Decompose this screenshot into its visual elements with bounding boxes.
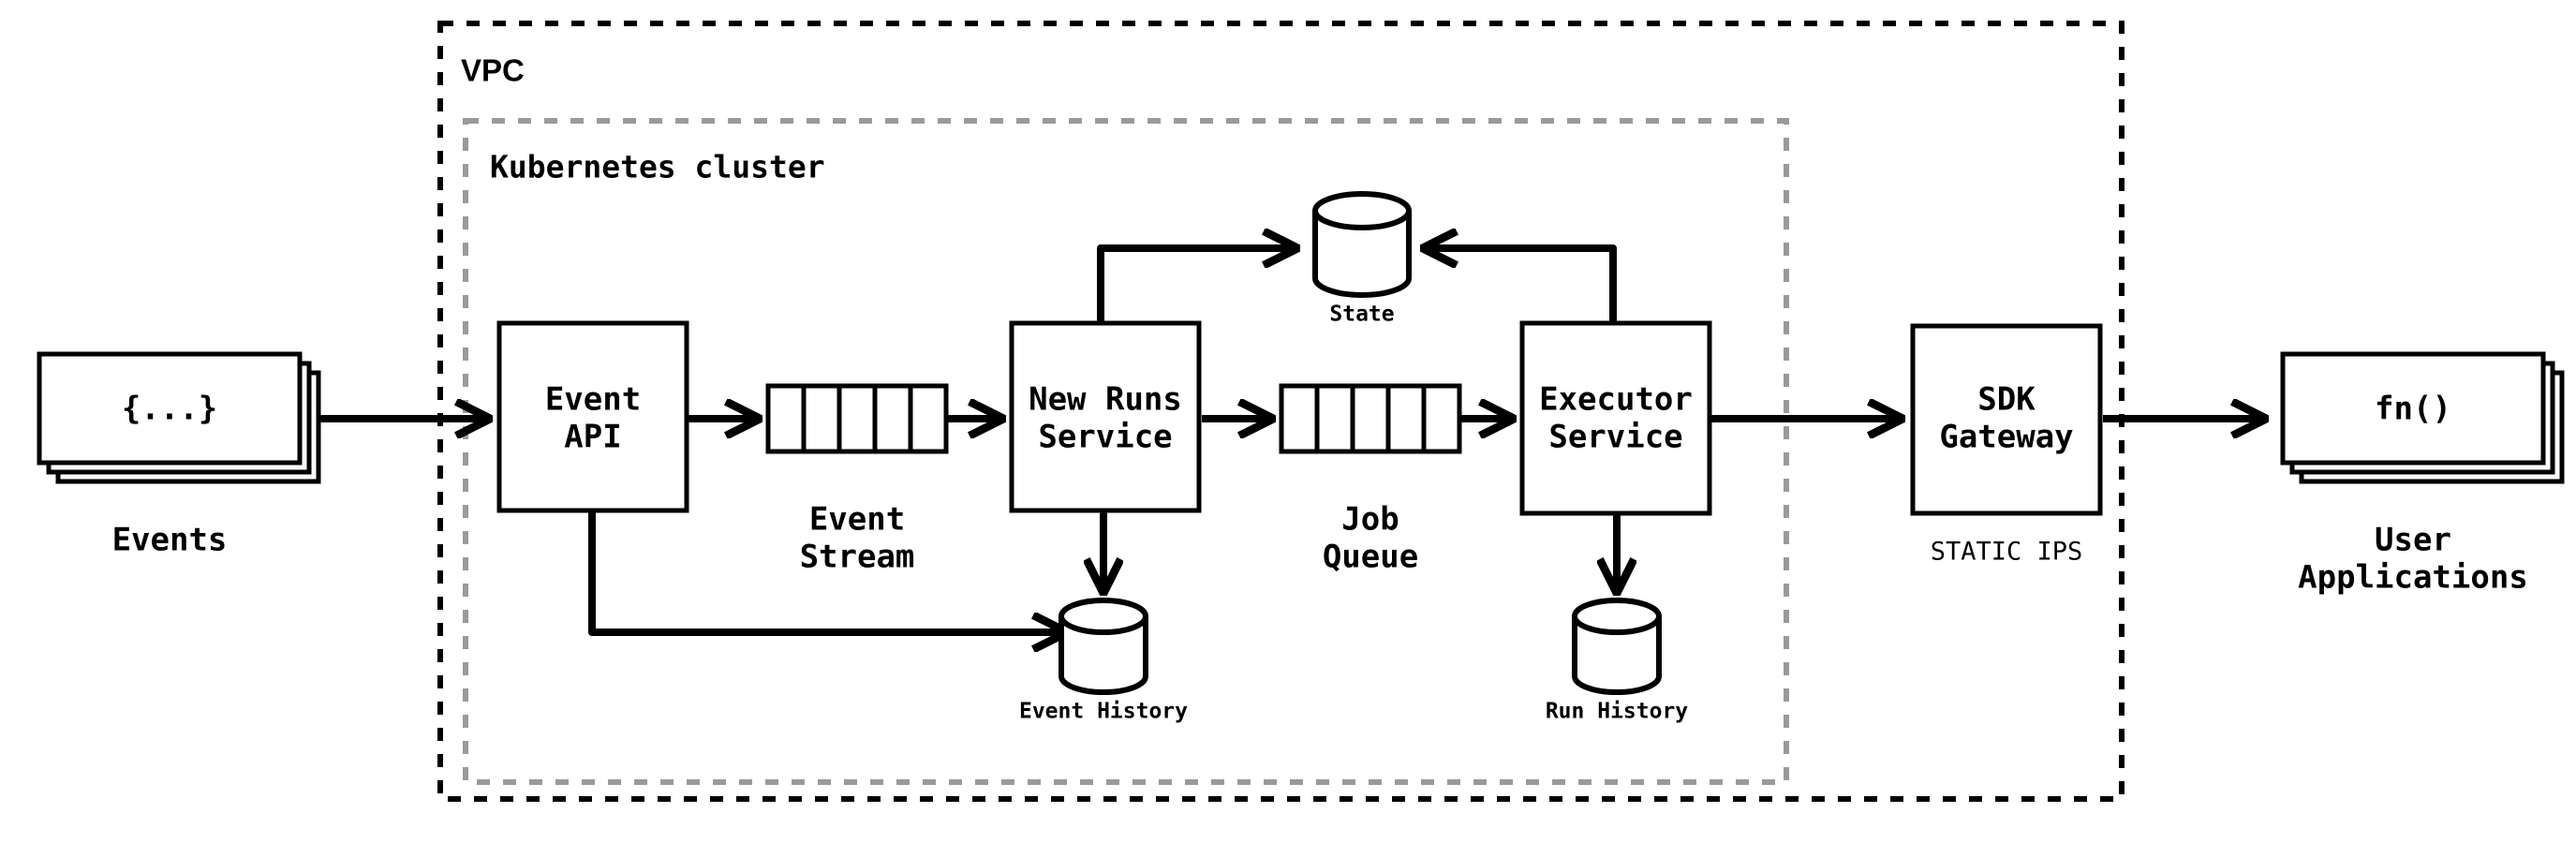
- event-stream-caption-line2: Stream: [800, 539, 915, 576]
- event-stream-queue: [765, 383, 949, 454]
- sdk-gateway-label-line1: SDK: [1977, 381, 2036, 419]
- job-queue-caption-line2: Queue: [1323, 539, 1418, 576]
- run-history-cylinder-body: [1572, 616, 1662, 695]
- sdk-gateway-label-line2: Gateway: [1939, 419, 2073, 456]
- edges-layer: [302, 248, 2267, 632]
- node-executor-service[interactable]: Executor Service: [1519, 320, 1712, 516]
- user-applications-caption-line2: Applications: [2298, 559, 2528, 597]
- event-api-label-line2: API: [564, 419, 621, 456]
- edge-executor-service-to-state: [1422, 248, 1617, 323]
- node-events[interactable]: {...} Events: [37, 351, 321, 559]
- event-history-caption: Event History: [1019, 700, 1188, 724]
- event-stream-caption-line1: Event: [809, 501, 905, 539]
- state-cylinder-top: [1312, 191, 1412, 230]
- run-history-caption: Run History: [1546, 700, 1688, 724]
- state-cylinder-body: [1312, 211, 1412, 298]
- run-history-cylinder-top: [1572, 598, 1662, 635]
- new-runs-service-label-line2: Service: [1038, 419, 1172, 456]
- kubernetes-cluster-label: Kubernetes cluster: [490, 149, 825, 185]
- node-event-api[interactable]: Event API: [496, 320, 689, 513]
- events-card-front: [37, 351, 303, 466]
- vpc-label: VPC: [461, 53, 525, 88]
- events-body-text: {...}: [122, 391, 217, 428]
- executor-service-box: [1519, 320, 1712, 516]
- event-api-box: [496, 320, 689, 513]
- group-kubernetes-cluster: Kubernetes cluster: [463, 118, 1789, 785]
- node-job-queue[interactable]: Job Queue: [1279, 383, 1462, 576]
- sdk-gateway-sublabel: STATIC IPS: [1931, 538, 2083, 567]
- job-queue-queue: [1279, 383, 1462, 454]
- sdk-gateway-box: [1910, 323, 2103, 516]
- edge-new-runs-service-to-state: [1097, 248, 1298, 323]
- event-history-cylinder-body: [1059, 616, 1148, 695]
- node-event-history[interactable]: Event History: [1019, 598, 1188, 724]
- user-applications-card-front: [2280, 351, 2546, 466]
- group-vpc: VPC: [437, 21, 2124, 802]
- event-api-label-line1: Event: [545, 381, 641, 419]
- node-event-stream[interactable]: Event Stream: [765, 383, 949, 576]
- new-runs-service-box: [1009, 320, 1202, 513]
- kubernetes-cluster-boundary: [463, 118, 1789, 785]
- node-run-history[interactable]: Run History: [1546, 598, 1688, 724]
- node-state[interactable]: State: [1312, 191, 1412, 327]
- executor-service-label-line2: Service: [1548, 419, 1682, 456]
- edge-event-api-to-event-history: [588, 511, 1068, 632]
- node-new-runs-service[interactable]: New Runs Service: [1009, 320, 1202, 513]
- job-queue-caption-line1: Job: [1341, 501, 1399, 539]
- node-sdk-gateway[interactable]: SDK Gateway STATIC IPS: [1910, 323, 2103, 567]
- user-applications-caption-line1: User: [2375, 522, 2451, 559]
- events-caption: Events: [112, 522, 228, 559]
- state-caption: State: [1329, 303, 1394, 327]
- user-applications-body-text: fn(): [2375, 391, 2451, 428]
- new-runs-service-label-line1: New Runs: [1029, 381, 1182, 419]
- executor-service-label-line1: Executor: [1539, 381, 1693, 419]
- vpc-boundary: [437, 21, 2124, 802]
- node-user-applications[interactable]: fn() User Applications: [2280, 351, 2565, 597]
- event-history-cylinder-top: [1059, 598, 1148, 635]
